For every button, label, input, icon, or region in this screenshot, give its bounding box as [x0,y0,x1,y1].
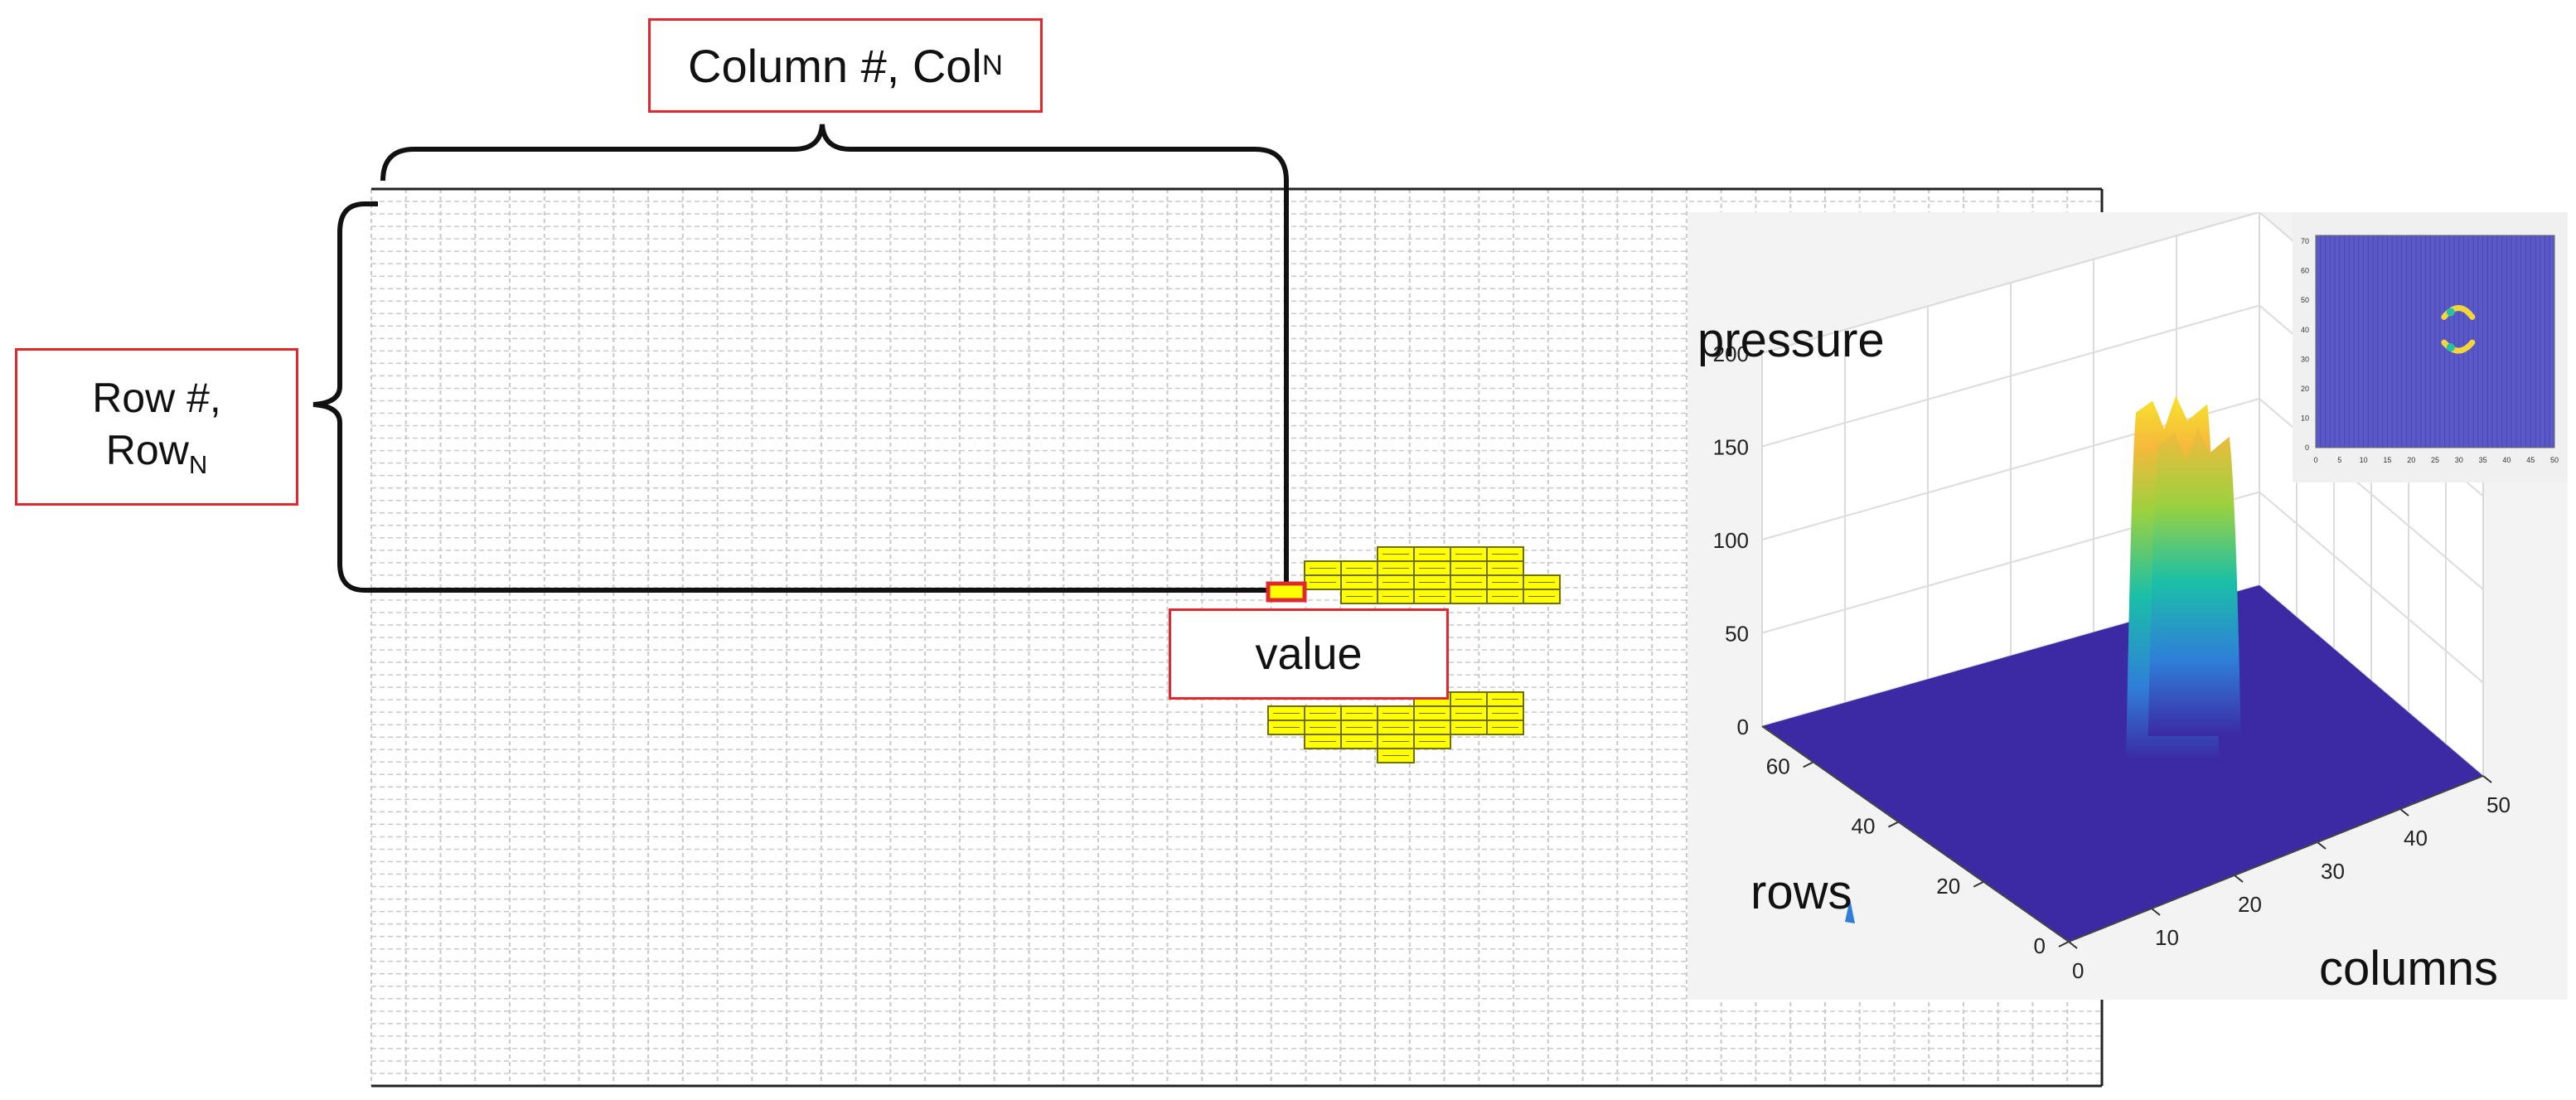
heatmap-x-tick-label: 20 [2407,456,2415,464]
heatmap-y-tick-label: 70 [2301,237,2309,245]
x-tick [2399,808,2409,817]
heatmap-plot: 0 5 10 15 20 25 30 35 40 45 50 70 60 50 40 30 20 10 0 [2301,235,2559,464]
y-tick-label: 60 [1766,754,1790,778]
heatmap-x-tick-label: 35 [2479,456,2487,464]
heatmap-y-tick-label: 10 [2301,414,2309,422]
z-tick-label: 0 [1737,715,1749,739]
y-tick [1973,880,1984,888]
x-tick-label: 40 [2404,826,2428,850]
x-tick-label: 50 [2486,792,2511,817]
column-callout-text: Column #, Col [688,39,982,92]
heatmap-x-tick-label: 10 [2360,456,2368,464]
row-callout-line1: Row #, [92,375,221,422]
heatmap-x-tick-label: 5 [2337,456,2341,464]
value-callout: value [1169,608,1449,700]
z-tick-label: 50 [1725,622,1749,647]
zlabel: pressure [1697,313,1885,367]
highlighted-cells [1267,546,1561,763]
heatmap-x-tick-label: 15 [2383,456,2391,464]
x-tick-label: 20 [2238,892,2262,917]
heatmap-y-tick-label: 30 [2301,355,2309,363]
y-tick-label: 0 [2034,933,2046,958]
heatmap-y-tick-label: 0 [2305,443,2309,452]
row-callout-line2: RowN [106,424,207,482]
xlabel: columns [2319,942,2498,996]
row-callout: Row #, RowN [15,348,298,506]
y-tick [2058,941,2070,947]
x-tick-label: 30 [2321,859,2345,884]
x-tick [2482,775,2492,783]
value-callout-text: value [1255,629,1363,679]
heatmap-x-tick-label: 0 [2313,456,2317,464]
x-tick [2068,941,2078,949]
heatmap-x-tick-label: 25 [2431,456,2439,464]
value-marker [1266,581,1307,603]
heatmap-inset: 0 5 10 15 20 25 30 35 40 45 50 70 60 50 40 30 20 10 0 [2293,212,2568,482]
row-bracket [312,201,1276,593]
x-tick [2317,841,2327,850]
heatmap-x-tick-label: 40 [2502,456,2511,464]
z-tick-label: 100 [1713,528,1749,553]
heatmap-y-tick-label: 50 [2301,296,2309,304]
y-tick [1887,821,1899,828]
heatmap-x-tick-label: 30 [2455,456,2463,464]
x-tick-label: 0 [2072,958,2084,983]
heatmap-blob [2441,304,2476,320]
column-bracket [380,124,1289,585]
pressure-peaks [1845,395,2241,923]
x-tick [2151,908,2161,916]
heatmap-blob-core [2446,308,2455,317]
y-tick-label: 40 [1852,814,1876,839]
row-callout-text: Row [105,426,189,473]
heatmap-y-tick-label: 40 [2301,326,2309,334]
y-tick [1803,761,1814,768]
pressure-peak [2147,428,2241,736]
z-tick-label: 200 [1713,342,1749,366]
heatmap-frame [2315,235,2555,448]
floor-front-edges [1761,725,2484,943]
row-callout-subscript: N [188,449,208,479]
heatmap-x-tick-label: 50 [2550,456,2559,464]
heatmap-y-tick-label: 20 [2301,385,2309,393]
heatmap-x-tick-label: 45 [2526,456,2535,464]
brackets [312,124,1307,603]
heatmap-blob-core [2446,343,2455,352]
y-tick-label: 20 [1936,874,1960,899]
z-tick-label: 150 [1713,435,1749,460]
ylabel: rows [1750,865,1852,919]
x-tick [2234,875,2244,883]
x-tick-label: 10 [2155,925,2179,950]
heatmap-y-tick-label: 60 [2301,267,2309,275]
pressure-blip [1845,899,1855,923]
column-callout-subscript: N [981,49,1003,81]
heatmap-blob [2441,339,2476,354]
